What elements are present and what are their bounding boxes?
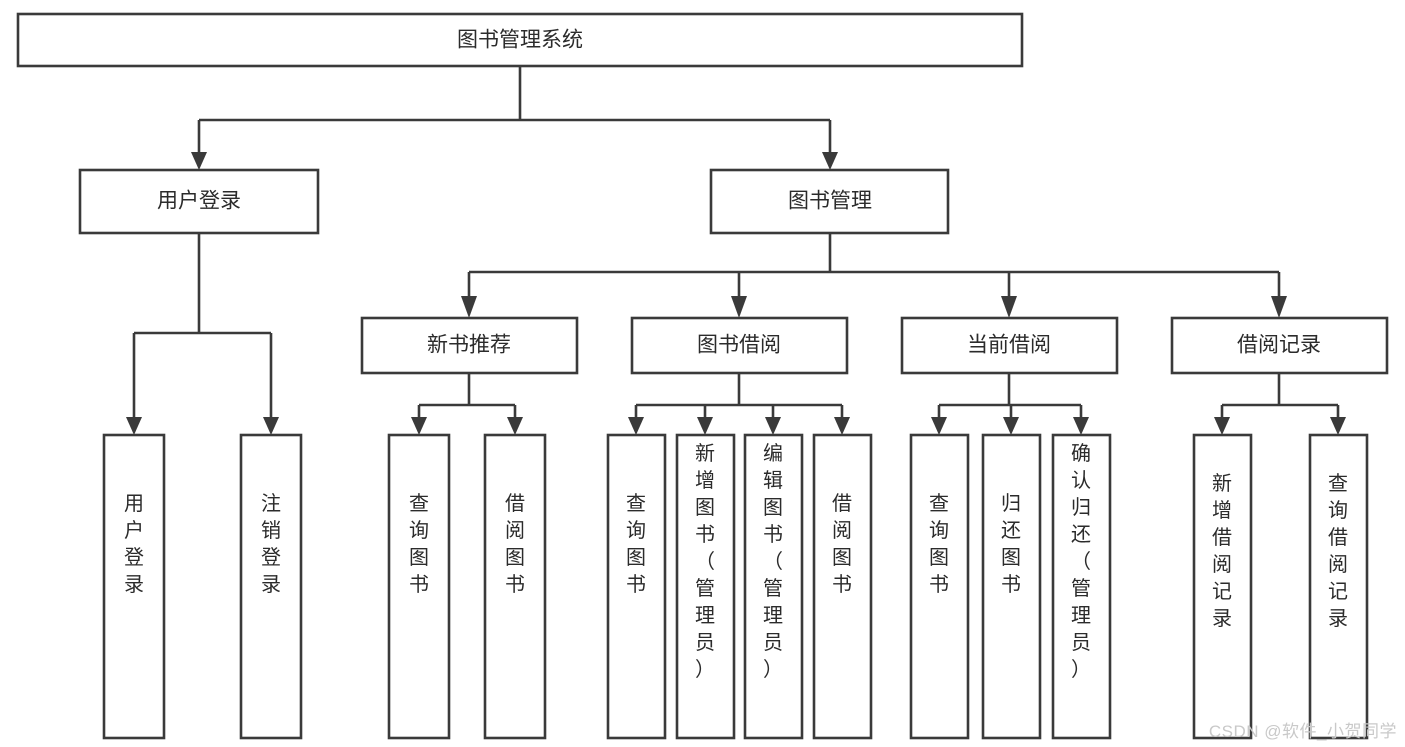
node-leaf-user-logout-box[interactable]	[239, 433, 303, 740]
connector-bookborrow-to-leaves	[634, 373, 844, 420]
node-current-borrow[interactable]: 当前借阅	[900, 316, 1119, 375]
node-leaf-add-record-box[interactable]	[1192, 433, 1253, 740]
node-user-login[interactable]: 用户登录	[78, 168, 320, 235]
node-book-manage[interactable]: 图书管理	[709, 168, 950, 235]
node-leaf-add-book-label: 新增图书（管理员）	[695, 442, 715, 681]
node-leaf-query-book-2-box[interactable]	[606, 433, 667, 740]
arrowhead-to-leaf-add-book	[697, 417, 713, 435]
node-root-box[interactable]	[16, 12, 1024, 68]
arrowhead-to-leaf-user-logout	[263, 417, 279, 435]
arrowhead-to-book-manage	[822, 152, 838, 170]
node-leaf-return-book-box[interactable]	[981, 433, 1042, 740]
node-current-borrow-box[interactable]	[900, 316, 1119, 375]
arrowhead-to-borrow-record	[1271, 296, 1287, 318]
node-leaf-query-book-3-label: 查询图书	[929, 492, 949, 596]
node-leaf-edit-book-label: 编辑图书（管理员）	[763, 442, 783, 681]
node-leaf-query-book-2-label: 查询图书	[626, 492, 646, 596]
node-book-borrow-box[interactable]	[630, 316, 849, 375]
node-leaf-query-book-1-label: 查询图书	[409, 492, 429, 596]
node-leaf-query-record-box[interactable]	[1308, 433, 1369, 740]
node-leaf-return-book[interactable]: 归还图书	[981, 433, 1042, 740]
node-leaf-edit-book-box[interactable]	[743, 433, 804, 740]
node-user-login-box[interactable]	[78, 168, 320, 235]
arrowhead-to-user-login	[191, 152, 207, 170]
arrowhead-to-leaf-edit-book	[765, 417, 781, 435]
node-leaf-confirm-return-box[interactable]	[1051, 433, 1112, 740]
connector-root-to-level2	[197, 66, 832, 155]
arrowhead-to-leaf-query-book-1	[411, 417, 427, 435]
node-leaf-add-record-label: 新增借阅记录	[1212, 472, 1232, 630]
node-current-borrow-label: 当前借阅	[967, 334, 1051, 357]
node-leaf-query-book-1-box[interactable]	[387, 433, 451, 740]
arrowhead-to-leaf-return-book	[1003, 417, 1019, 435]
node-leaf-add-book[interactable]: 新增图书（管理员）	[675, 433, 736, 740]
node-leaf-query-record[interactable]: 查询借阅记录	[1308, 433, 1369, 740]
node-leaf-user-login-box[interactable]	[102, 433, 166, 740]
node-user-login-label: 用户登录	[157, 190, 241, 213]
node-book-manage-box[interactable]	[709, 168, 950, 235]
node-leaf-query-book-2[interactable]: 查询图书	[606, 433, 667, 740]
node-book-borrow[interactable]: 图书借阅	[630, 316, 849, 375]
node-leaf-borrow-book-2[interactable]: 借阅图书	[812, 433, 873, 740]
node-leaf-query-book-3[interactable]: 查询图书	[909, 433, 970, 740]
node-leaf-add-book-box[interactable]	[675, 433, 736, 740]
arrowhead-to-current-borrow	[1001, 296, 1017, 318]
arrowhead-to-leaf-user-login	[126, 417, 142, 435]
arrowhead-to-leaf-borrow-book-1	[507, 417, 523, 435]
arrowhead-to-new-book-recommend	[461, 296, 477, 318]
node-book-manage-label: 图书管理	[788, 190, 872, 213]
node-leaf-borrow-book-1[interactable]: 借阅图书	[483, 433, 547, 740]
connector-borrowrecord-to-leaves	[1220, 373, 1340, 420]
node-new-book-recommend[interactable]: 新书推荐	[360, 316, 579, 375]
node-leaf-borrow-book-2-label: 借阅图书	[832, 492, 852, 596]
node-new-book-recommend-label: 新书推荐	[427, 334, 511, 357]
connector-currentborrow-to-leaves	[937, 373, 1083, 420]
node-root[interactable]: 图书管理系统	[16, 12, 1024, 68]
node-leaf-borrow-book-1-box[interactable]	[483, 433, 547, 740]
node-leaf-add-record[interactable]: 新增借阅记录	[1192, 433, 1253, 740]
node-root-label: 图书管理系统	[457, 29, 583, 52]
node-book-borrow-label: 图书借阅	[697, 334, 781, 357]
leaf-nodes-layer: 用户登录 注销登录 查询图书 借阅图书 查询图书 新增图书（管理员）	[102, 433, 1369, 740]
node-leaf-query-book-1[interactable]: 查询图书	[387, 433, 451, 740]
connector-bookmanage-to-level3	[467, 233, 1281, 300]
node-leaf-return-book-label: 归还图书	[1001, 492, 1021, 596]
arrowhead-to-leaf-add-record	[1214, 417, 1230, 435]
node-new-book-recommend-box[interactable]	[360, 316, 579, 375]
arrowhead-to-leaf-borrow-book-2	[834, 417, 850, 435]
node-leaf-query-record-label: 查询借阅记录	[1328, 472, 1348, 630]
arrowhead-to-leaf-query-record	[1330, 417, 1346, 435]
node-leaf-borrow-book-1-label: 借阅图书	[505, 492, 525, 596]
node-borrow-record-label: 借阅记录	[1237, 334, 1321, 357]
node-leaf-user-login[interactable]: 用户登录	[102, 433, 166, 740]
node-leaf-user-login-label: 用户登录	[124, 493, 144, 596]
node-leaf-query-book-3-box[interactable]	[909, 433, 970, 740]
node-leaf-borrow-book-2-box[interactable]	[812, 433, 873, 740]
arrowhead-to-leaf-confirm-return	[1073, 417, 1089, 435]
arrowhead-to-book-borrow	[731, 296, 747, 318]
node-borrow-record-box[interactable]	[1170, 316, 1389, 375]
arrowhead-to-leaf-query-book-2	[628, 417, 644, 435]
node-leaf-user-logout-label: 注销登录	[261, 492, 281, 596]
node-leaf-user-logout[interactable]: 注销登录	[239, 433, 303, 740]
connector-newbook-to-leaves	[417, 373, 517, 420]
connector-userlogin-to-leaves	[132, 233, 273, 420]
arrowhead-to-leaf-query-book-3	[931, 417, 947, 435]
node-leaf-confirm-return-label: 确认归还（管理员）	[1071, 442, 1091, 681]
node-borrow-record[interactable]: 借阅记录	[1170, 316, 1389, 375]
node-leaf-confirm-return[interactable]: 确认归还（管理员）	[1051, 433, 1112, 740]
connector-layer	[126, 66, 1346, 435]
node-leaf-edit-book[interactable]: 编辑图书（管理员）	[743, 433, 804, 740]
